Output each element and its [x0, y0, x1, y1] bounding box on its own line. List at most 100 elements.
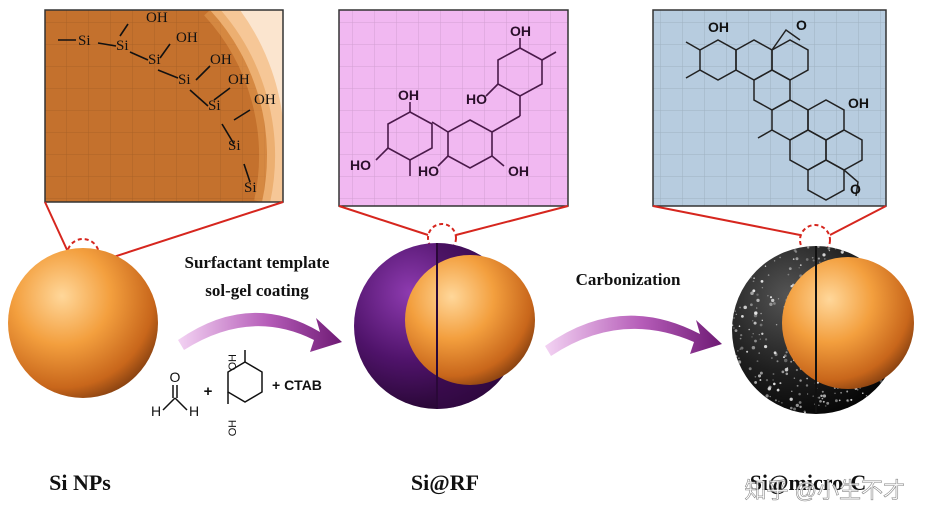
carbon-pore-dot	[823, 257, 826, 260]
rf-structure	[375, 38, 557, 176]
carbon-pore-dot	[817, 246, 820, 248]
carbon-pore-dot	[827, 247, 831, 250]
carbon-pore-dot	[840, 391, 843, 394]
carbon-pore-dot	[756, 360, 759, 363]
step2-arrow	[545, 315, 722, 356]
carbon-pore-dot	[764, 345, 768, 349]
carbon-pore-dot	[822, 253, 826, 257]
carbon-pore-dot	[796, 384, 799, 387]
carbon-pore-dot	[818, 404, 820, 407]
si-atom-label-1: Si	[78, 33, 91, 49]
step2-label: Carbonization	[576, 270, 681, 289]
carbon-pore-dot	[734, 310, 736, 312]
carbon-pore-dot	[748, 328, 750, 331]
si-rf-sphere	[354, 243, 535, 409]
carbon-pore-dot	[819, 399, 822, 403]
carbon-pore-dot	[787, 273, 790, 276]
reagent-plus-sign: +	[204, 383, 213, 400]
carbon-pore-dot	[753, 321, 757, 325]
carbon-pore-dot	[733, 327, 735, 329]
carbon-pore-dot	[821, 390, 824, 393]
zoom-connectors	[44, 201, 887, 272]
carbon-pore-dot	[826, 401, 830, 405]
carbon-pore-dot	[756, 298, 760, 303]
si-atom-label-5: Si	[208, 98, 221, 114]
carbon-pore-dot	[749, 275, 753, 279]
carbon-pore-dot	[759, 338, 761, 340]
carbon-pore-dot	[758, 334, 760, 336]
inset-si-frame	[44, 9, 284, 203]
step1-label-line1: Surfactant template	[185, 253, 330, 272]
carbon-pore-dot	[759, 323, 763, 327]
carbon-pore-dot	[789, 397, 793, 401]
carbon-pore-dot	[798, 401, 802, 404]
carbon-pore-dot	[765, 378, 769, 382]
carbon-pore-dot	[816, 381, 819, 384]
formaldehyde-h-left: H	[151, 403, 161, 419]
rf-oh-label-3: OH	[398, 87, 419, 103]
carbon-pore-dot	[790, 360, 793, 363]
carbon-pore-dot	[794, 250, 798, 253]
carbon-pore-dot	[754, 375, 757, 378]
carbon-pore-dot	[738, 325, 741, 328]
carbon-structure	[685, 28, 863, 201]
carbon-pore-dot	[862, 392, 864, 395]
carbon-pore-dot	[785, 372, 789, 376]
caption-si-nps: Si NPs	[49, 470, 111, 495]
carbon-pore-dot	[812, 395, 814, 397]
carbon-pore-dot	[840, 250, 844, 254]
carbon-pore-dot	[781, 401, 783, 404]
si-atom-label-6: Si	[228, 138, 241, 154]
rf-oh-label-5: HO	[418, 163, 439, 179]
carbon-pore-dot	[788, 267, 792, 271]
carbon-pore-dot	[795, 368, 799, 372]
inset-si-surface	[45, 10, 283, 202]
carbon-pore-dot	[769, 302, 773, 306]
resorcinol-oh-top: OH	[227, 354, 239, 371]
carbon-pore-dot	[773, 302, 776, 305]
carbon-pore-dot	[785, 351, 788, 354]
carbon-pore-dot	[778, 400, 780, 403]
carbon-pore-dot	[752, 289, 756, 293]
si-oh-label-4: OH	[228, 72, 250, 88]
carbon-pore-dot	[761, 332, 764, 335]
carbon-pore-dot	[750, 291, 754, 296]
carbon-pore-dot	[760, 280, 764, 283]
carbon-pore-dot	[804, 411, 806, 414]
carbon-pore-dot	[798, 392, 801, 396]
carbon-pore-dot	[737, 350, 739, 352]
carbon-pore-dot	[753, 313, 758, 318]
siloxane-chain	[58, 23, 251, 183]
carbon-pore-dot	[751, 345, 756, 350]
carbon-pore-dot	[733, 317, 735, 319]
carbon-pore-dot	[753, 277, 755, 280]
carbon-pore-dot	[739, 337, 742, 340]
si-oh-label-5: OH	[254, 92, 276, 108]
carbon-pore-dot	[734, 329, 738, 333]
si-atom-label-2: Si	[116, 38, 129, 54]
carbon-pore-dot	[795, 257, 799, 261]
rf-oh-label-2: HO	[466, 91, 487, 107]
si-atom-label-7: Si	[244, 180, 257, 196]
carbon-pore-dot	[806, 377, 808, 380]
carbon-pore-dot	[751, 320, 754, 322]
carbon-pore-dot	[850, 398, 853, 401]
carbon-pore-dot	[735, 355, 738, 357]
carbon-pore-dot	[812, 259, 815, 262]
carbon-pore-dot	[756, 293, 759, 296]
carbon-pore-dot	[822, 394, 827, 398]
carbon-pore-dot	[781, 370, 785, 374]
carbon-pore-dot	[773, 351, 777, 355]
carbon-pore-dot	[824, 405, 827, 407]
formaldehyde-structure: O H H	[151, 369, 199, 419]
carbon-pore-dot	[752, 333, 754, 335]
carbon-pore-dot	[835, 399, 838, 403]
rf-oh-label-6: OH	[508, 163, 529, 179]
si-atom-label-4: Si	[178, 72, 191, 88]
carbon-pore-dot	[817, 257, 820, 260]
carbon-pore-dot	[834, 392, 836, 395]
carbon-pore-dot	[764, 265, 767, 267]
carbon-pore-dot	[789, 406, 793, 410]
